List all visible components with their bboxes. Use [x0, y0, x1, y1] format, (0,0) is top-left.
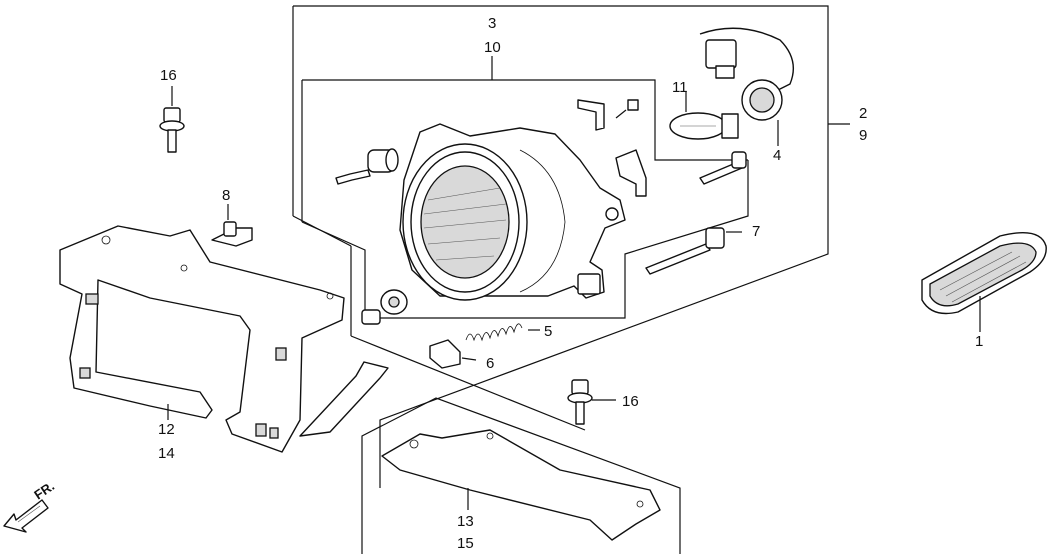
bolt-16-top [159, 86, 185, 153]
callout-8: 8 [222, 187, 230, 204]
bracket-stay [299, 361, 389, 437]
bolt-8 [211, 204, 253, 247]
callout-7: 7 [752, 223, 760, 240]
callout-labels: 1 2 9 3 10 4 11 7 5 6 8 16 16 12 14 13 1… [31, 15, 983, 552]
side-marker-lamp [921, 232, 1047, 332]
callout-12: 12 [158, 421, 175, 438]
front-direction-arrow [3, 499, 49, 533]
callout-1: 1 [975, 333, 983, 350]
wire-clip [615, 149, 647, 197]
aiming-screw-left [335, 148, 399, 185]
callout-14: 14 [158, 445, 175, 462]
callout-2: 2 [859, 105, 867, 122]
callout-10: 10 [484, 39, 501, 56]
callout-15: 15 [457, 535, 474, 552]
callout-16-top: 16 [160, 67, 177, 84]
direction-label: FR. [31, 478, 57, 502]
callout-6: 6 [486, 355, 494, 372]
bolt-16-bottom [567, 379, 616, 425]
fog-light-bracket-12-14 [59, 225, 345, 453]
callout-5: 5 [544, 323, 552, 340]
callout-11: 11 [672, 79, 688, 96]
assembly-boundary-3-10 [301, 79, 749, 319]
callout-9: 9 [859, 127, 867, 144]
assembly-boundary-2-9 [292, 5, 829, 488]
fog-light-bracket-13-15 [361, 397, 681, 554]
callout-16-bottom: 16 [622, 393, 639, 410]
spring-5 [465, 323, 540, 342]
nut-6 [429, 339, 477, 369]
bulb-11 [669, 92, 739, 140]
bolt-7 [645, 227, 742, 275]
grommets [361, 289, 408, 325]
bracket-clip-top [577, 99, 639, 131]
callout-13: 13 [457, 513, 474, 530]
callout-4: 4 [773, 147, 781, 164]
fog-light-housing [399, 123, 626, 301]
leader-lines [491, 56, 850, 125]
socket-4 [699, 27, 794, 146]
callout-3: 3 [488, 15, 496, 32]
aiming-screw-right [699, 151, 747, 185]
